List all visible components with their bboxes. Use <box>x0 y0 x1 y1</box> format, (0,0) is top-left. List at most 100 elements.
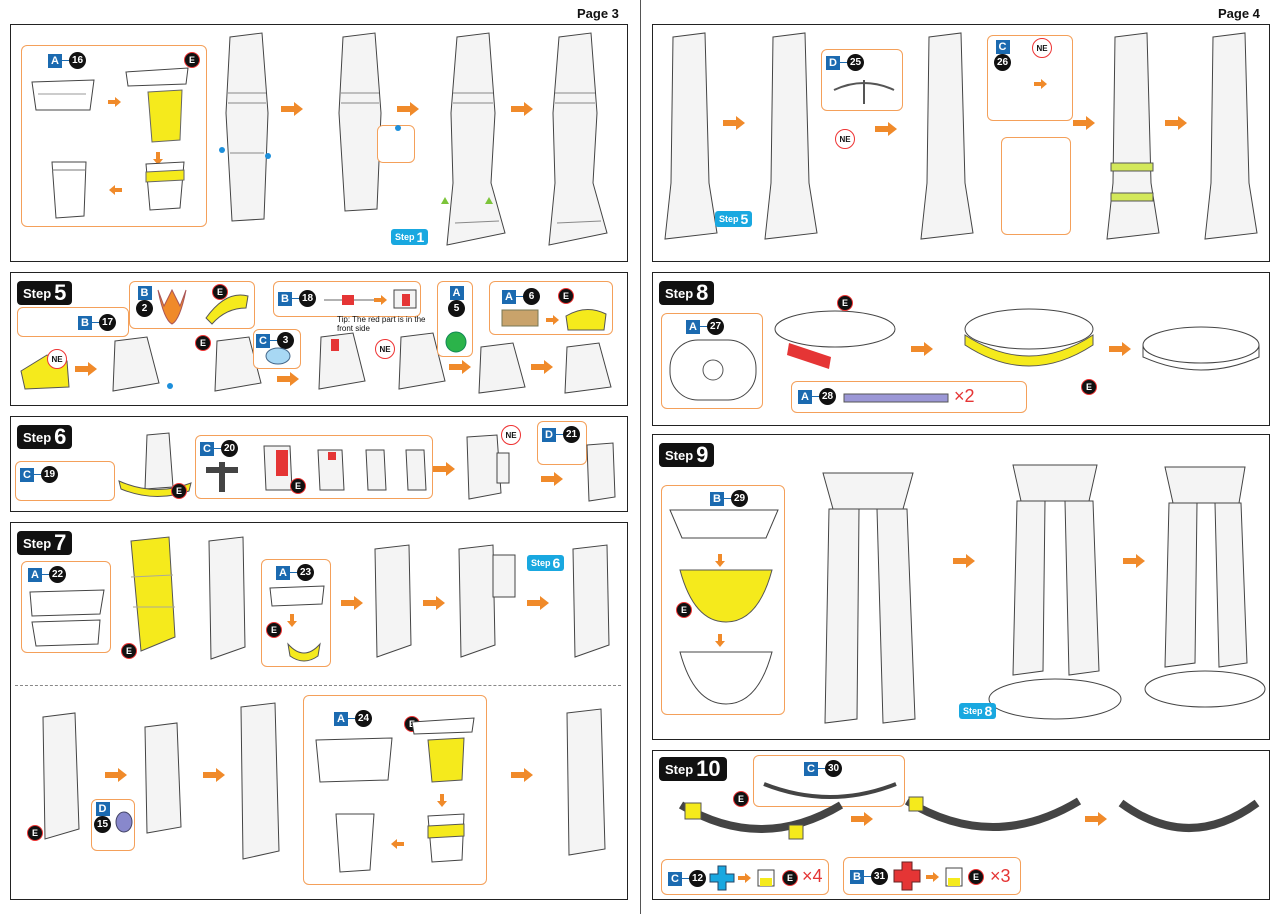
step-text: 10 <box>696 756 721 781</box>
sheet-letter: B <box>710 491 724 506</box>
boot-assembly-5 <box>478 342 526 394</box>
part-number: 24 <box>355 710 372 727</box>
e-badge: E <box>558 288 574 304</box>
part-number: 15 <box>94 816 111 833</box>
glue-point-dot <box>265 153 271 159</box>
connector-line <box>42 573 49 576</box>
cuff-yellow-rolled <box>145 161 185 211</box>
part-number: 29 <box>731 490 748 507</box>
glue-point-dot <box>167 383 173 389</box>
blue-pouch-flat <box>709 865 735 891</box>
e-badge: E <box>290 478 306 494</box>
sheet-letter: A <box>48 53 62 68</box>
belt-final <box>1118 799 1260 832</box>
belt-assembly-2 <box>904 796 1082 831</box>
lower-arm-assembly-1 <box>42 712 80 840</box>
e-badge: E <box>968 869 984 885</box>
page-number-left: Page 3 <box>577 6 619 21</box>
part-number: 28 <box>819 388 836 405</box>
part-number: 22 <box>49 566 66 583</box>
purple-disc-piece <box>115 811 133 833</box>
ne-badge: NE <box>501 425 521 445</box>
leg-assembly-3 <box>446 32 506 246</box>
part-number: 12 <box>689 870 706 887</box>
leg-assembly-2 <box>338 32 382 212</box>
red-strap-piece <box>324 295 380 305</box>
step-text: 6 <box>552 555 561 571</box>
glue-point-dot <box>395 125 401 131</box>
leg-right-1 <box>664 32 718 240</box>
connector-line <box>292 297 299 300</box>
connector-line <box>682 877 689 880</box>
detail-box-leg-strut <box>1001 137 1071 235</box>
part-number: 3 <box>277 332 294 349</box>
wrist-piece-rolled <box>427 813 465 863</box>
step-text: 1 <box>416 229 425 245</box>
wrist-piece-yellow <box>411 717 475 783</box>
boot-assembly-2 <box>214 336 262 392</box>
holster-step-a <box>317 449 345 491</box>
ne-badge: NE <box>835 129 855 149</box>
part-number: 18 <box>299 290 316 307</box>
e-badge: E <box>184 52 200 68</box>
page-divider <box>640 0 641 914</box>
sheet-letter: A <box>502 289 516 304</box>
leg-assembly-4 <box>548 32 608 246</box>
rail-piece <box>843 393 949 403</box>
arm-yellow-assembled <box>130 536 176 652</box>
sheet-letter: A <box>449 286 464 300</box>
leg-right-3 <box>920 32 974 240</box>
sheet-letter: A <box>798 389 812 404</box>
part-number: 26 <box>994 54 1011 71</box>
tan-strap-piece <box>501 309 539 327</box>
ne-badge: NE <box>1032 38 1052 58</box>
part-number: 16 <box>69 52 86 69</box>
leg-right-2 <box>764 32 818 240</box>
arm-band-yellow <box>287 642 321 662</box>
sheet-letter: D <box>542 427 556 442</box>
part-number: 17 <box>99 314 116 331</box>
holster-step-c <box>405 449 427 491</box>
e-badge: E <box>1081 379 1097 395</box>
step-text: 6 <box>54 424 67 449</box>
arm-band-flat <box>269 585 325 607</box>
connector-line <box>290 571 297 574</box>
step-text: Step <box>719 214 739 224</box>
part-number: 27 <box>707 318 724 335</box>
sheet-letter: C <box>256 333 270 348</box>
cuff-assembled <box>51 161 87 219</box>
connector-line <box>812 395 819 398</box>
quantity-x4: ×4 <box>802 866 823 886</box>
arm-assembly-1 <box>208 536 246 660</box>
ne-badge: NE <box>375 339 395 359</box>
sheet-letter: A <box>276 565 290 580</box>
base-plate-final <box>1142 326 1260 371</box>
